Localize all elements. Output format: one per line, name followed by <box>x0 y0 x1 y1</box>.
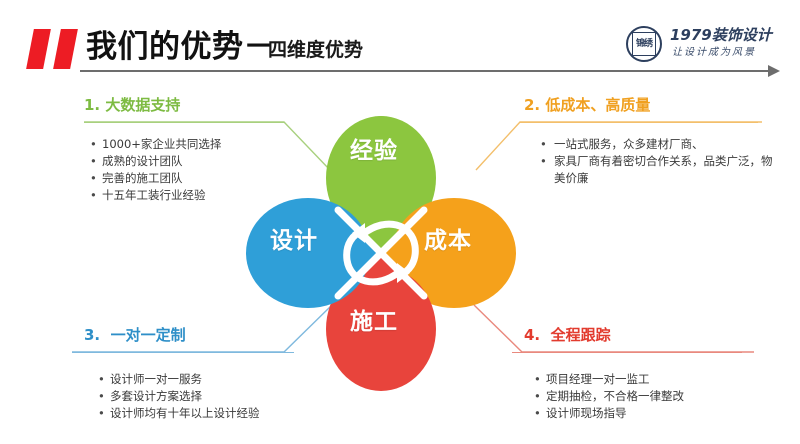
petal-label-bottom: 施工 <box>350 309 398 335</box>
seal-icon: 锦绣 <box>626 26 662 62</box>
petal-label-left: 设计 <box>270 228 318 254</box>
accent-bar-1 <box>26 29 51 69</box>
petal-label-right: 成本 <box>424 228 472 254</box>
petal-separators <box>334 206 428 300</box>
list-item: • 设计师现场指导 <box>532 405 776 422</box>
advantage-3-list: • 设计师一对一服务 • 多套设计方案选择 • 设计师均有十年以上设计经验 <box>96 371 316 422</box>
advantage-block-2: 2. 低成本、高质量 • 一站式服务，众多建材厂商、 • 家具厂商有着密切合作关系，… <box>520 95 774 187</box>
list-item: • 一站式服务，众多建材厂商、 <box>538 136 774 153</box>
list-item: • 家具厂商有着密切合作关系，品类广泛，物美价廉 <box>538 153 774 187</box>
list-item-text: 1000+家企业共同选择 <box>102 137 222 151</box>
list-item-text: 定期抽检，不合格一律整改 <box>546 389 684 403</box>
bullet-glyph: • <box>534 406 541 420</box>
advantage-3-number: 3. <box>84 326 101 344</box>
advantage-1-number: 1. <box>84 96 101 114</box>
advantage-block-3: 3. 一对一定制 • 设计师一对一服务 • 多套设计方案选择 • 设计师均有十年以上设… <box>72 325 316 422</box>
list-item: • 完善的施工团队 <box>88 170 299 187</box>
list-item: • 十五年工装行业经验 <box>88 187 299 204</box>
list-item-text: 十五年工装行业经验 <box>102 188 206 202</box>
petal-top <box>326 116 436 254</box>
petal-bottom <box>326 253 436 391</box>
advantage-1-list: • 1000+家企业共同选择 • 成熟的设计团队 • 完善的施工团队 • 十五年工装行业… <box>88 136 299 204</box>
advantage-4-title: 全程跟踪 <box>550 326 611 344</box>
brand-tagline: 让设计成为风景 <box>672 47 756 58</box>
header-arrow-icon <box>768 65 780 77</box>
accent-bars <box>26 29 84 69</box>
list-item: • 成熟的设计团队 <box>88 153 299 170</box>
page-title: 我们的优势－ <box>86 29 275 65</box>
bullet-glyph: • <box>98 406 105 420</box>
advantage-3-heading: 3. 一对一定制 <box>84 325 316 345</box>
advantage-2-title: 低成本、高质量 <box>545 96 651 114</box>
list-item-text: 完善的施工团队 <box>102 171 183 185</box>
list-item-text: 多套设计方案选择 <box>110 389 202 403</box>
bullet-glyph: • <box>90 154 97 168</box>
page-subtitle: 四维度优势 <box>268 39 364 61</box>
list-item-text: 设计师现场指导 <box>546 406 627 420</box>
advantage-block-1: 1. 大数据支持 • 1000+家企业共同选择 • 成熟的设计团队 • 完善的施工团队… <box>84 95 299 204</box>
four-petal-diagram: 经验 成本 施工 设计 <box>228 82 534 412</box>
advantage-1-title: 大数据支持 <box>105 96 181 114</box>
advantage-1-heading: 1. 大数据支持 <box>84 95 299 115</box>
bullet-glyph: • <box>98 389 105 403</box>
bullet-glyph: • <box>90 188 97 202</box>
list-item-text: 一站式服务，众多建材厂商、 <box>554 137 704 151</box>
accent-bar-2 <box>53 29 78 69</box>
advantage-2-list: • 一站式服务，众多建材厂商、 • 家具厂商有着密切合作关系，品类广泛，物美价廉 <box>538 136 774 187</box>
list-item: • 多套设计方案选择 <box>96 388 316 405</box>
list-item: • 1000+家企业共同选择 <box>88 136 299 153</box>
header-divider <box>80 70 770 72</box>
cycle-arrows-icon <box>343 220 419 286</box>
brand-name: 1979装饰设计 <box>670 26 772 44</box>
list-item: • 设计师均有十年以上设计经验 <box>96 405 316 422</box>
list-item: • 设计师一对一服务 <box>96 371 316 388</box>
bullet-glyph: • <box>90 171 97 185</box>
advantage-4-list: • 项目经理一对一监工 • 定期抽检，不合格一律整改 • 设计师现场指导 <box>532 371 776 422</box>
brand-logo: 锦绣 1979装饰设计 让设计成为风景 <box>626 24 776 66</box>
advantage-2-heading: 2. 低成本、高质量 <box>524 95 774 115</box>
seal-glyph: 锦绣 <box>632 32 656 56</box>
petal-svg <box>246 116 516 391</box>
advantage-1-rule <box>84 122 284 123</box>
bullet-glyph: • <box>534 372 541 386</box>
advantage-3-rule <box>72 352 294 353</box>
bullet-glyph: • <box>540 137 547 151</box>
list-item: • 定期抽检，不合格一律整改 <box>532 388 776 405</box>
bullet-glyph: • <box>98 372 105 386</box>
bullet-glyph: • <box>540 154 547 168</box>
slide-header: 我们的优势－ 四维度优势 <box>0 0 800 82</box>
list-item-text: 家具厂商有着密切合作关系，品类广泛，物美价廉 <box>554 154 773 185</box>
bullet-glyph: • <box>90 137 97 151</box>
advantage-4-number: 4. <box>524 326 541 344</box>
list-item-text: 设计师一对一服务 <box>110 372 202 386</box>
advantage-2-rule <box>520 122 758 123</box>
advantage-4-rule <box>512 352 742 353</box>
list-item-text: 成熟的设计团队 <box>102 154 183 168</box>
petal-label-top: 经验 <box>350 138 398 164</box>
advantage-3-title: 一对一定制 <box>110 326 186 344</box>
advantage-4-heading: 4. 全程跟踪 <box>524 325 776 345</box>
advantage-block-4: 4. 全程跟踪 • 项目经理一对一监工 • 定期抽检，不合格一律整改 • 设计师现场指… <box>512 325 776 422</box>
advantage-2-number: 2. <box>524 96 541 114</box>
cycle-arrow-heads <box>352 223 410 283</box>
list-item-text: 设计师均有十年以上设计经验 <box>110 406 260 420</box>
bullet-glyph: • <box>534 389 541 403</box>
list-item: • 项目经理一对一监工 <box>532 371 776 388</box>
list-item-text: 项目经理一对一监工 <box>546 372 650 386</box>
